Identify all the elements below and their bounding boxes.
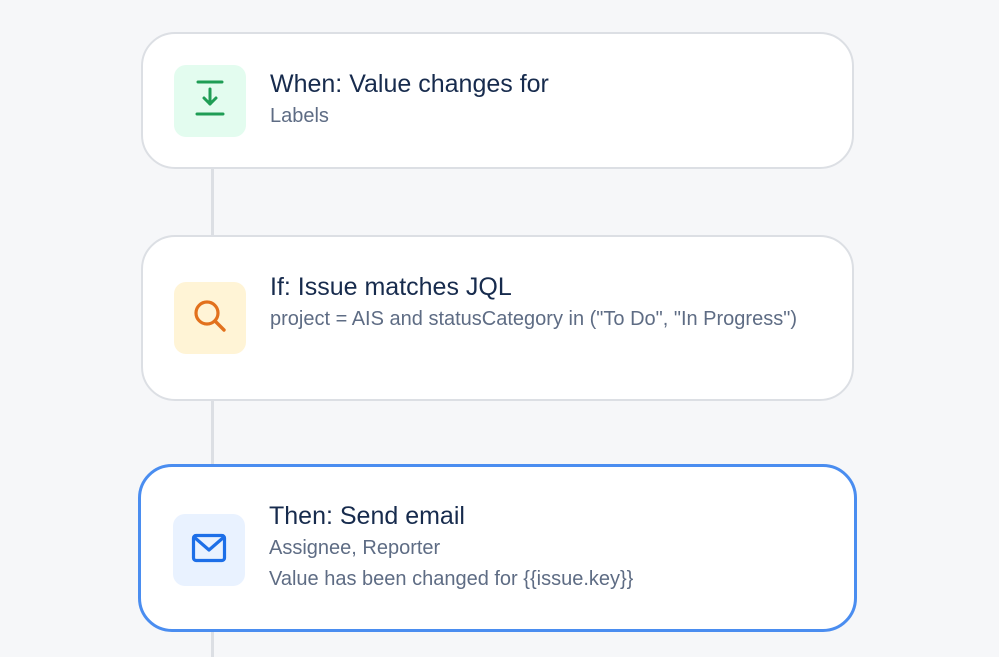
flow-connector [211, 400, 214, 465]
search-icon [192, 298, 228, 339]
trigger-field: Labels [270, 105, 329, 127]
download-icon [194, 79, 226, 124]
action-icon-tile [173, 514, 245, 586]
trigger-card[interactable]: When: Value changes for Labels [141, 32, 854, 169]
action-card[interactable]: Then: Send email Assignee, Reporter Valu… [138, 464, 857, 632]
trigger-title: When: Value changes for [270, 70, 549, 98]
action-recipients: Assignee, Reporter [269, 537, 441, 559]
condition-icon-tile [174, 282, 246, 354]
flow-connector [211, 168, 214, 236]
action-subject: Value has been changed for {{issue.key}} [269, 568, 634, 590]
condition-card[interactable]: If: Issue matches JQL project = AIS and … [141, 235, 854, 401]
condition-jql: project = AIS and statusCategory in ("To… [270, 308, 797, 330]
action-title: Then: Send email [269, 502, 465, 530]
flow-connector [211, 631, 214, 657]
trigger-icon-tile [174, 65, 246, 137]
condition-title: If: Issue matches JQL [270, 273, 512, 301]
mail-icon [191, 533, 227, 568]
